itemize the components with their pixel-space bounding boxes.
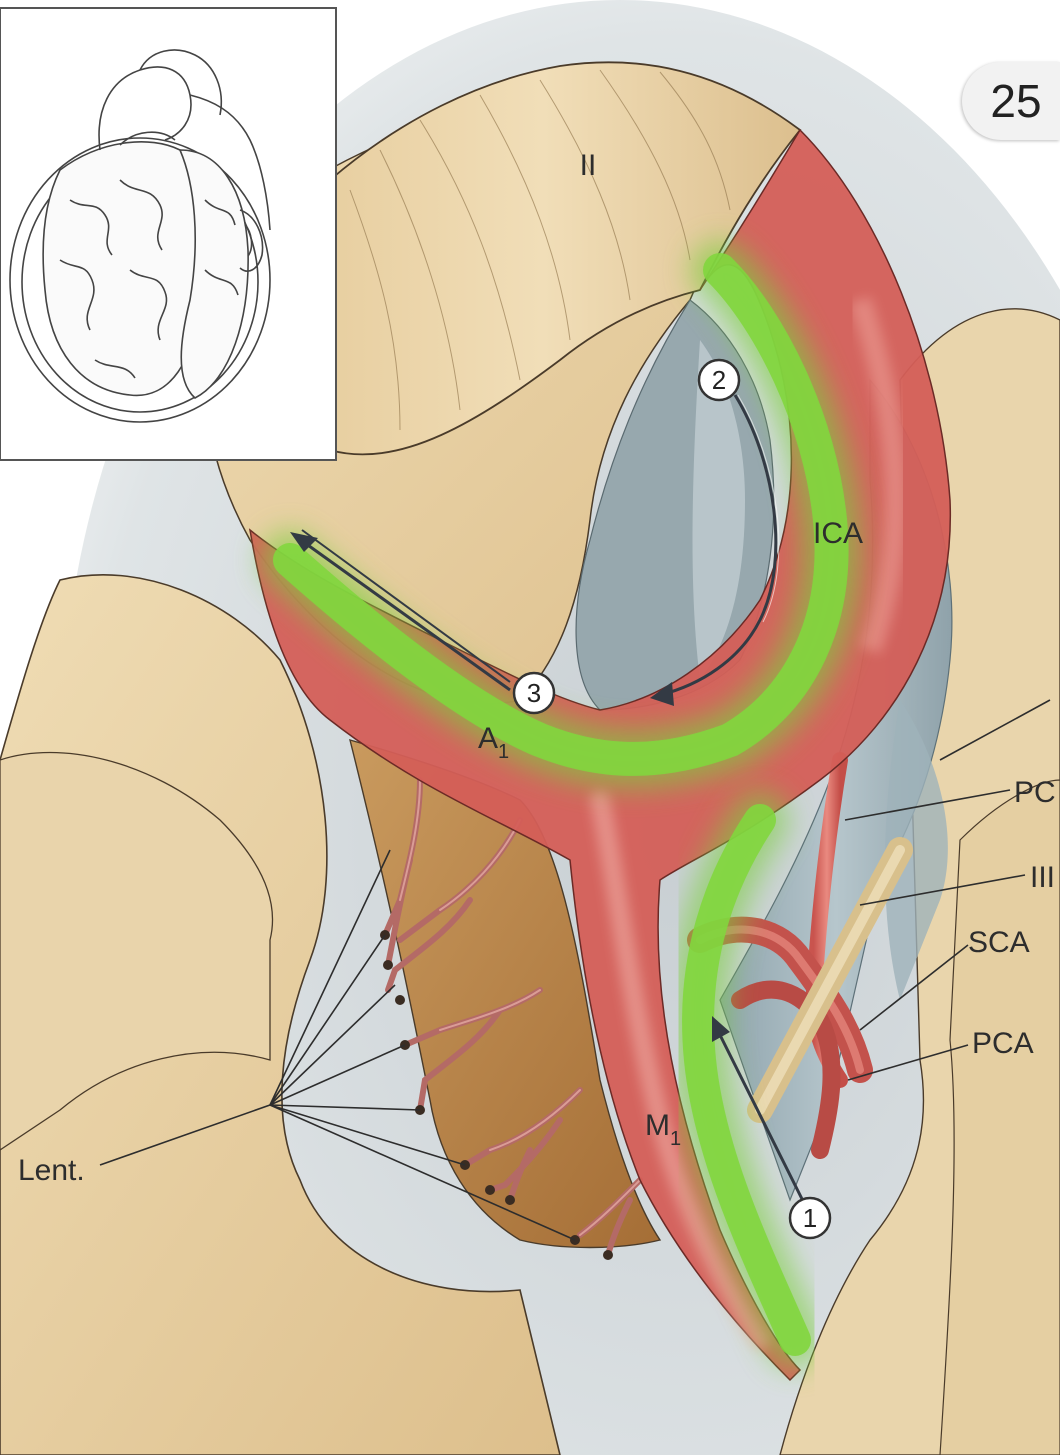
temporal-pole: [0, 751, 274, 1151]
arrow-3-path: [297, 536, 511, 692]
label-pcom: PC: [1014, 776, 1056, 809]
orientation-inset: [0, 7, 337, 461]
arrow-1-path: [713, 1024, 807, 1206]
optic-nerve-fibers: [349, 69, 731, 431]
label-a1: A1: [478, 722, 509, 763]
label-sca: SCA: [968, 926, 1030, 959]
label-cn3: III: [1030, 861, 1055, 894]
label-lenticulostriate: Lent.: [18, 1154, 85, 1187]
label-ica: ICA: [813, 517, 863, 550]
arrow-2-path: [659, 394, 778, 697]
svg-text:2: 2: [712, 365, 726, 395]
inset-brain-sketch: [9, 49, 271, 423]
page-number-badge: 25: [962, 62, 1060, 140]
marker-2: 2: [697, 358, 741, 402]
marker-3: 3: [512, 671, 556, 715]
marker-1: 1: [788, 1196, 832, 1240]
dissection-arrows: [297, 394, 807, 1206]
page-number: 25: [990, 75, 1042, 127]
leader-lines: [99, 699, 1051, 1241]
svg-text:1: 1: [803, 1203, 817, 1233]
label-optic-nerve: II: [580, 149, 597, 182]
perforator-origins: [380, 930, 613, 1260]
svg-text:3: 3: [527, 678, 541, 708]
dissection-pathway-highlight: [261, 241, 861, 1369]
arrowheads: [290, 532, 730, 1042]
right-uncus: [939, 779, 1060, 1455]
label-m1: M1: [645, 1109, 681, 1150]
label-pca: PCA: [972, 1027, 1034, 1060]
